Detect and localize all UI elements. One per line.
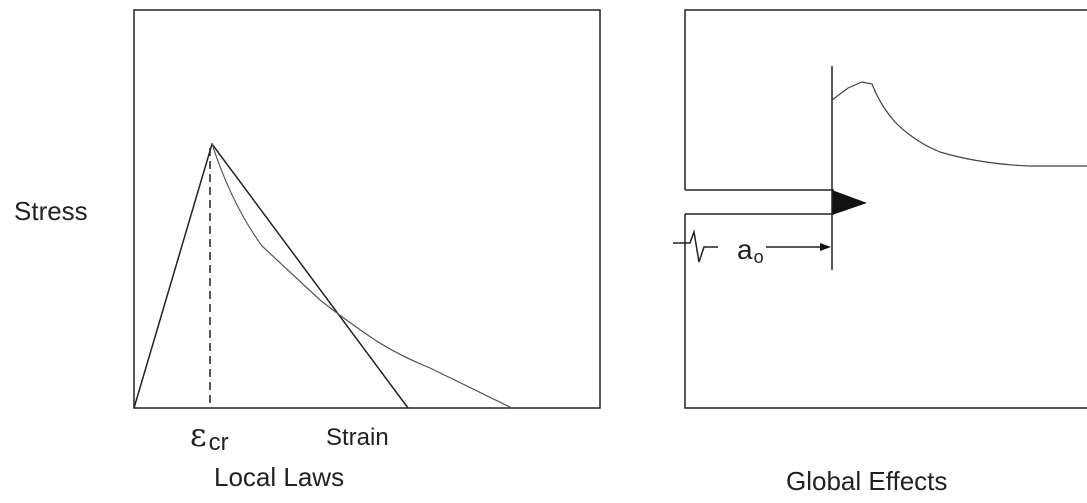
peak-strain-label: εcr — [190, 416, 229, 456]
crack-length-arrowhead — [820, 243, 831, 251]
crack-length-subscript: o — [753, 247, 764, 267]
crack-length-symbol: a — [737, 234, 753, 265]
global-effects-caption: Global Effects — [786, 466, 948, 496]
global-effects-frame — [684, 9, 1087, 190]
strain-axis-label: Strain — [326, 424, 389, 451]
epsilon-symbol: ε — [190, 416, 207, 454]
epsilon-subscript: cr — [208, 429, 229, 456]
crack-length-label: ao — [737, 234, 764, 267]
crack-length-break-symbol — [673, 229, 718, 263]
linear-softening-law — [133, 142, 409, 409]
global-effects-frame-bottom — [684, 214, 1087, 409]
local-laws-caption: Local Laws — [214, 462, 345, 492]
stress-distribution-curve — [831, 81, 1087, 167]
crack-tip-arrow — [832, 190, 867, 215]
stress-axis-label: Stress — [14, 196, 88, 226]
local-laws-frame — [133, 9, 601, 409]
nonlinear-softening-law — [211, 143, 513, 409]
